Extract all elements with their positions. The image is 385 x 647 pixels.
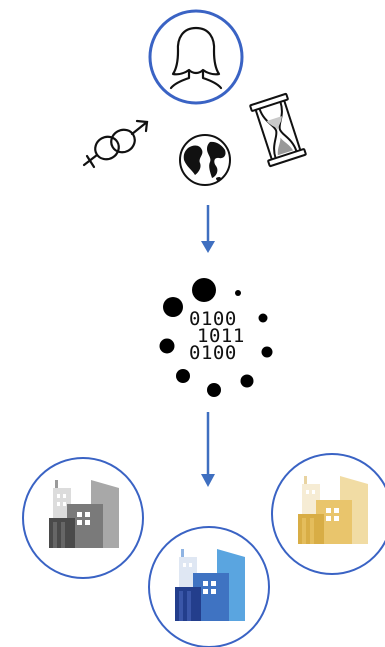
flow-arrow	[201, 205, 215, 253]
binary-line: 0100	[189, 342, 237, 364]
person-icon	[148, 9, 244, 105]
data-processing-icon	[159, 278, 273, 397]
globe-icon	[179, 134, 231, 186]
building-gold-icon	[271, 453, 385, 575]
flow-arrow	[201, 412, 215, 487]
building-gray-icon	[22, 457, 144, 579]
binary-line: 0100	[189, 308, 237, 330]
binary-line: 1011	[197, 325, 245, 347]
gender-icon	[82, 119, 149, 169]
binary-text: 0100 1011 0100	[189, 308, 259, 364]
building-blue-icon	[148, 526, 270, 647]
hourglass-icon	[249, 92, 307, 168]
